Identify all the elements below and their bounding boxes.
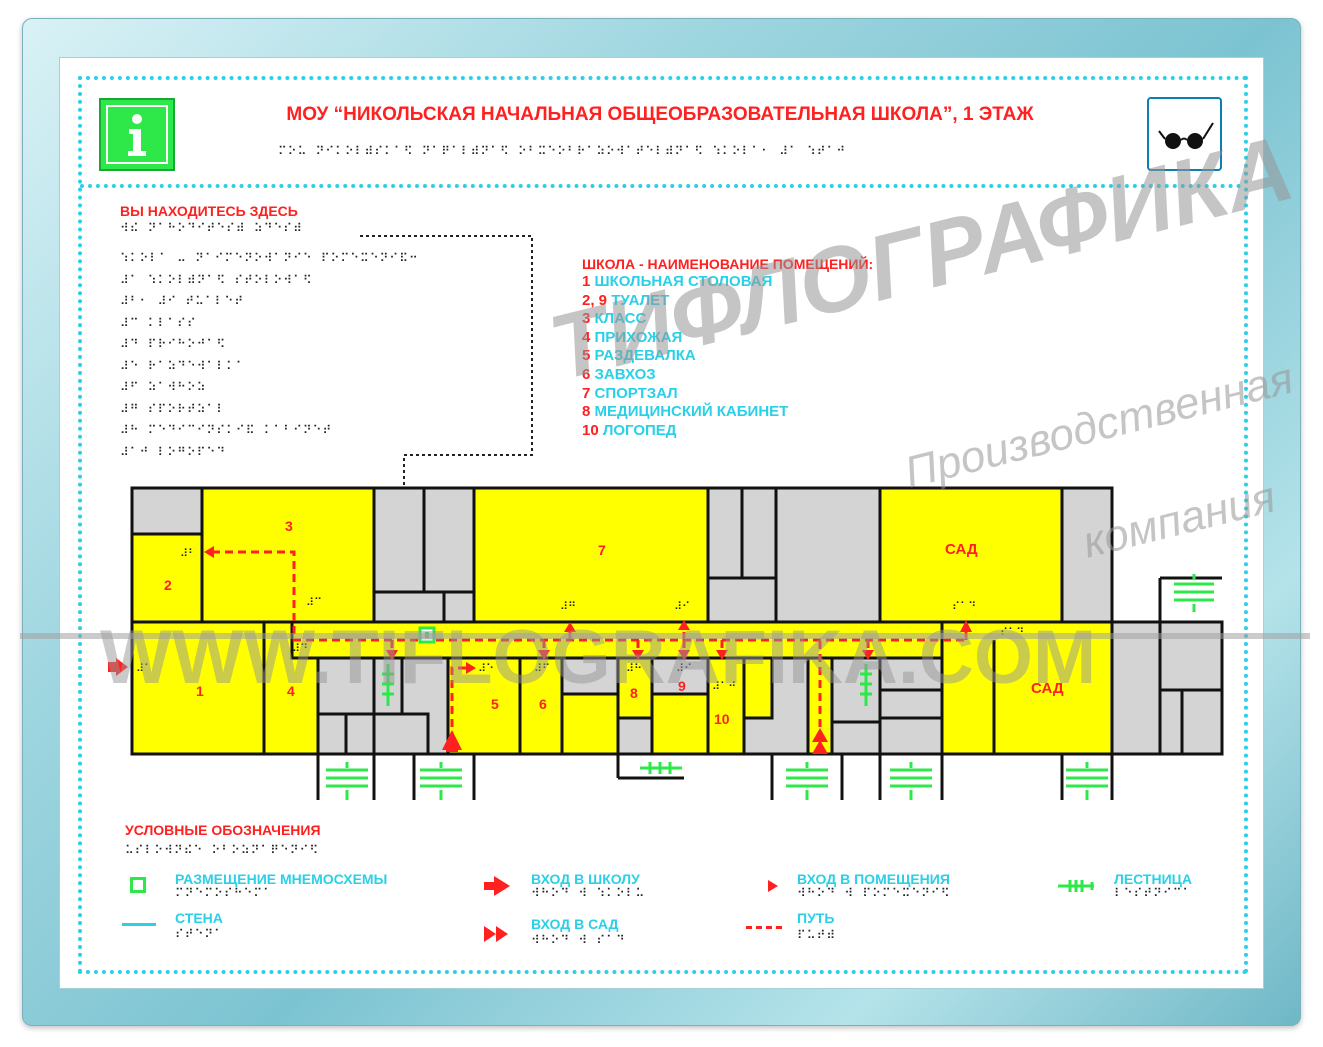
braille-line: ⠼⠉ ⠅⠇⠁⠎⠎ (120, 315, 197, 330)
watermark-line (20, 633, 1310, 639)
legend-stairs-braille: ⠇⠑⠎⠞⠝⠊⠉⠁ (1114, 886, 1193, 900)
room-label: 4 (287, 683, 295, 699)
list-item: 2, 9 ТУАЛЕТ (582, 291, 670, 309)
info-icon (99, 98, 175, 171)
braille-room-list: ⠱⠅⠕⠇⠁ ⠤ ⠝⠁⠊⠍⠑⠝⠕⠺⠁⠝⠊⠑ ⠏⠕⠍⠑⠭⠑⠝⠊⠯⠒ ⠼⠁ ⠱⠅⠕⠇⠾… (120, 248, 419, 463)
braille-line: ⠼⠑ ⠗⠁⠵⠙⠑⠺⠁⠇⠅⠁ (120, 358, 246, 373)
braille-line: ⠼⠁⠚ ⠇⠕⠛⠕⠏⠑⠙ (120, 444, 227, 459)
list-item: 3 КЛАСС (582, 310, 647, 328)
braille-line: ⠼⠃⠂ ⠼⠊ ⠞⠥⠁⠇⠑⠞ (120, 294, 245, 308)
stairs-icon (1058, 880, 1094, 892)
dotted-border (78, 76, 1248, 974)
svg-text:⠼⠛: ⠼⠛ (560, 600, 576, 613)
legend-path-label: ПУТЬ (797, 910, 835, 926)
svg-text:⠼⠓: ⠼⠓ (626, 662, 642, 675)
garden-entry-icon (484, 926, 508, 942)
list-item: 4 ПРИХОЖАЯ (582, 328, 683, 346)
legend-mnemo-label: РАЗМЕЩЕНИЕ МНЕМОСХЕМЫ (175, 871, 388, 887)
header-divider (80, 184, 1242, 188)
page-title: МОУ “НИКОЛЬСКАЯ НАЧАЛЬНАЯ ОБЩЕОБРАЗОВАТЕ… (286, 104, 1034, 125)
room-label: 8 (630, 685, 638, 701)
room-label: 9 (678, 678, 686, 694)
legend-mnemo-braille: ⠍⠝⠑⠍⠕⠎⠓⠑⠍⠁ (175, 886, 273, 900)
room-label: 5 (491, 696, 499, 712)
legend-wall-braille: ⠎⠞⠑⠝⠁ (175, 927, 224, 941)
svg-text:⠼⠋: ⠼⠋ (534, 662, 550, 675)
svg-text:⠼⠙: ⠼⠙ (292, 642, 308, 655)
svg-text:⠼⠁: ⠼⠁ (136, 662, 152, 675)
legend-stairs-label: ЛЕСТНИЦА (1114, 871, 1192, 887)
path-icon (746, 926, 782, 929)
list-item: 5 РАЗДЕВАЛКА (582, 347, 696, 365)
list-item: 7 СПОРТЗАЛ (582, 384, 678, 402)
wall-icon (122, 923, 156, 926)
legend-entry-school-braille: ⠺⠓⠕⠙ ⠺ ⠱⠅⠕⠇⠥ (531, 886, 646, 900)
rooms-legend-list: 1 ШКОЛЬНАЯ СТОЛОВАЯ 2, 9 ТУАЛЕТ 3 КЛАСС … (582, 273, 788, 440)
rooms-legend-heading: ШКОЛА - НАИМЕНОВАНИЕ ПОМЕЩЕНИЙ: (582, 256, 874, 272)
list-item: 1 ШКОЛЬНАЯ СТОЛОВАЯ (582, 273, 773, 290)
room-label: САД (1031, 680, 1064, 697)
you-are-here-braille: ⠺⠮ ⠝⠁⠓⠕⠙⠊⠞⠑⠎⠾ ⠵⠙⠑⠎⠾ (120, 221, 303, 235)
braille-line: ⠼⠓ ⠍⠑⠙⠊⠉⠊⠝⠎⠅⠊⠯ ⠅⠁⠃⠊⠝⠑⠞ (120, 423, 333, 437)
legend-wall-label: СТЕНА (175, 910, 223, 926)
braille-line: ⠱⠅⠕⠇⠁ ⠤ ⠝⠁⠊⠍⠑⠝⠕⠺⠁⠝⠊⠑ ⠏⠕⠍⠑⠭⠑⠝⠊⠯⠒ (120, 251, 419, 265)
school-entry-icon (484, 876, 510, 896)
legend-heading-braille: ⠥⠎⠇⠕⠺⠝⠮⠑ ⠕⠃⠕⠵⠝⠁⠟⠑⠝⠊⠫ (125, 843, 320, 857)
legend-entry-school-label: ВХОД В ШКОЛУ (531, 871, 640, 887)
svg-text:⠼⠊: ⠼⠊ (676, 662, 692, 675)
you-are-here-label: ВЫ НАХОДИТЕСЬ ЗДЕСЬ (120, 203, 298, 219)
room-label: 3 (285, 518, 293, 534)
svg-text:⠼⠑: ⠼⠑ (478, 662, 494, 675)
legend-entry-rooms-label: ВХОД В ПОМЕЩЕНИЯ (797, 871, 950, 887)
legend-path-braille: ⠏⠥⠞⠾ (797, 928, 837, 942)
braille-line: ⠼⠙ ⠏⠗⠊⠓⠕⠚⠁⠫ (120, 337, 227, 351)
svg-text:⠼⠉: ⠼⠉ (306, 596, 322, 609)
room-label: 1 (196, 683, 204, 699)
room-label: 6 (539, 696, 547, 712)
legend-entry-rooms-braille: ⠺⠓⠕⠙ ⠺ ⠏⠕⠍⠑⠭⠑⠝⠊⠫ (797, 886, 951, 900)
legend-heading: УСЛОВНЫЕ ОБОЗНАЧЕНИЯ (125, 822, 321, 838)
list-item: 8 МЕДИЦИНСКИЙ КАБИНЕТ (582, 403, 789, 421)
svg-text:⠼⠃: ⠼⠃ (180, 547, 196, 560)
braille-line: ⠼⠋ ⠵⠁⠺⠓⠕⠵ (120, 380, 207, 394)
room-label: 10 (714, 711, 730, 727)
legend-entry-garden-braille: ⠺⠓⠕⠙ ⠺ ⠎⠁⠙ (531, 933, 626, 947)
braille-line: ⠼⠛ ⠎⠏⠕⠗⠞⠵⠁⠇ (120, 401, 227, 416)
svg-text:⠎⠁⠙: ⠎⠁⠙ (952, 600, 976, 613)
legend-entry-garden-label: ВХОД В САД (531, 916, 619, 932)
room-label: 2 (164, 577, 172, 593)
room-label: САД (945, 541, 978, 558)
braille-line: ⠼⠁ ⠱⠅⠕⠇⠾⠝⠁⠫ ⠎⠞⠕⠇⠕⠺⠁⠫ (120, 272, 313, 287)
mnemo-icon (130, 877, 146, 893)
title-braille: ⠍⠕⠥ ⠝⠊⠅⠕⠇⠾⠎⠅⠁⠫ ⠝⠁⠟⠁⠇⠾⠝⠁⠫ ⠕⠃⠭⠑⠕⠃⠗⠁⠵⠕⠺⠁⠞⠑⠇… (278, 144, 847, 158)
room-entry-icon (768, 880, 778, 892)
list-item: 10 ЛОГОПЕД (582, 421, 677, 439)
room-label: 7 (598, 542, 606, 558)
svg-text:⠼⠊: ⠼⠊ (674, 600, 690, 613)
glasses-icon (1147, 97, 1222, 171)
svg-text:⠼⠁⠚: ⠼⠁⠚ (712, 680, 736, 693)
list-item: 6 ЗАВХОЗ (582, 365, 656, 383)
